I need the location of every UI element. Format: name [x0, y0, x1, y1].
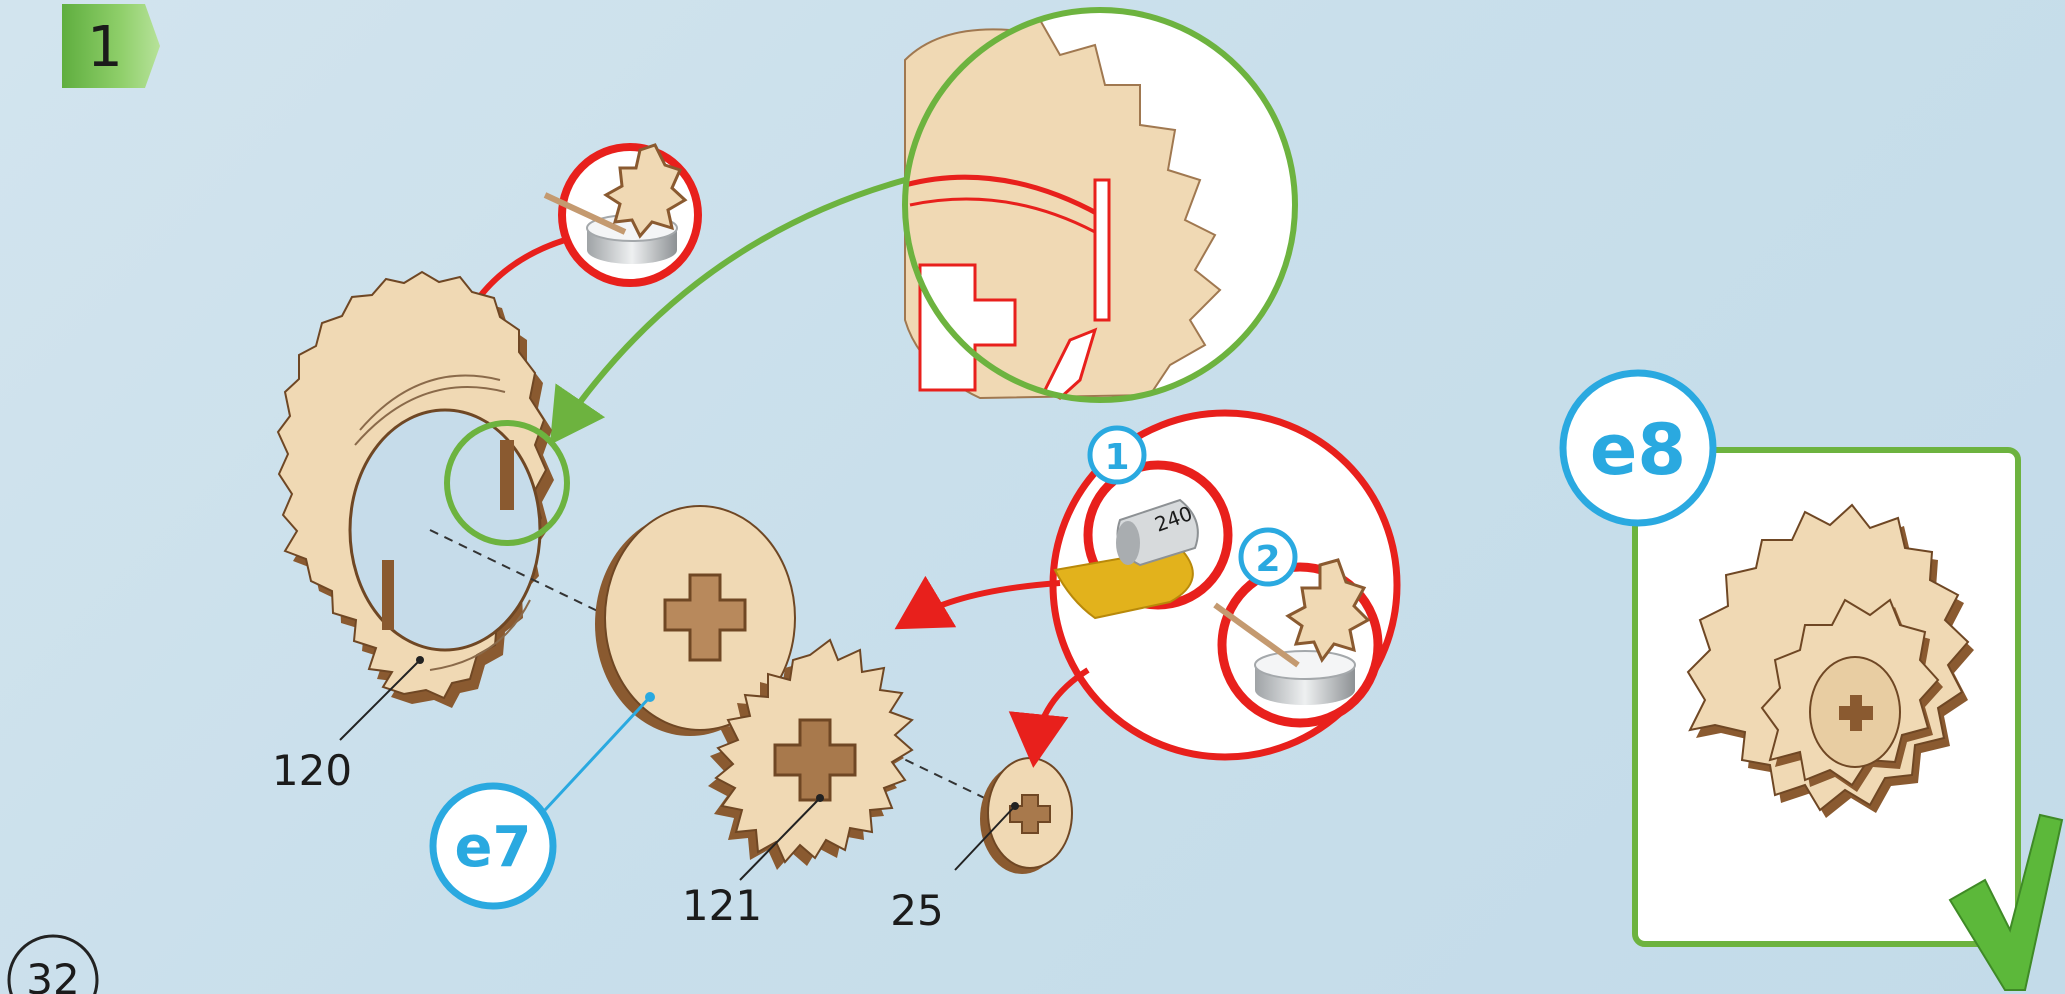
page-number: 32	[26, 955, 79, 994]
page-number-badge: 32	[9, 936, 97, 994]
badge-e7-label: e7	[455, 815, 532, 880]
label-120: 120	[272, 746, 352, 795]
detail-zoom-circle	[905, 10, 1295, 400]
step-badge-sand-label: 1	[1104, 437, 1129, 478]
washer-25	[980, 758, 1072, 874]
badge-e8-label: e8	[1590, 409, 1686, 491]
sand-glue-callout: 240 1 2	[1053, 413, 1397, 757]
glue-arrow-2	[910, 583, 1060, 620]
badge-e8: e8	[1563, 373, 1713, 523]
step-badge-glue: 2	[1241, 530, 1295, 584]
label-121: 121	[682, 881, 762, 930]
step-tab: 1	[62, 4, 160, 88]
step-badge-sand: 1	[1090, 428, 1144, 482]
glue-callout-small	[545, 145, 698, 283]
leader-e7	[545, 697, 650, 810]
badge-e7: e7	[433, 786, 553, 906]
step-badge-glue-label: 2	[1255, 539, 1280, 580]
label-25: 25	[890, 886, 943, 935]
step-number: 1	[87, 15, 123, 80]
result-panel: e8	[1563, 373, 2018, 944]
gear-120	[278, 272, 554, 708]
